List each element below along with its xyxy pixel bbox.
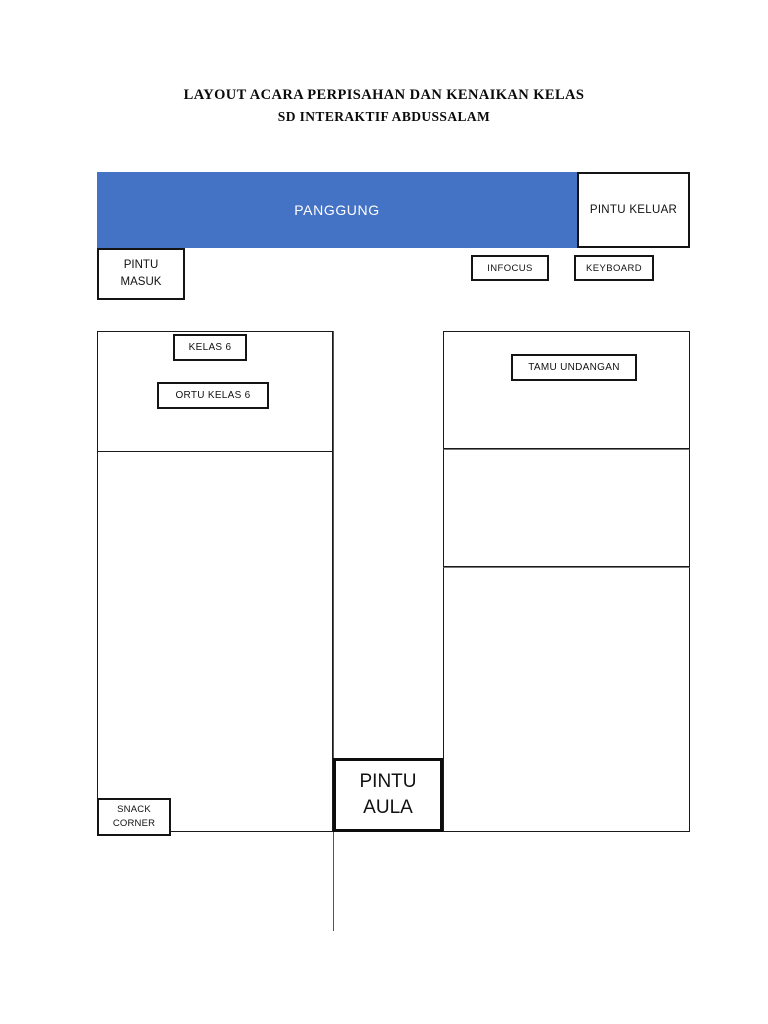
seating-block-right-lower	[443, 567, 690, 832]
seating-tag-ortu-kelas-6-label: ORTU KELAS 6	[175, 390, 251, 401]
entry-door-label-line-2: MASUK	[120, 276, 162, 288]
exit-door-box: PINTU KELUAR	[577, 172, 690, 248]
seating-block-right-upper	[443, 331, 690, 449]
seating-tag-ortu-kelas-6: ORTU KELAS 6	[157, 382, 269, 409]
seating-tag-kelas-6-label: KELAS 6	[188, 342, 232, 353]
seating-tag-kelas-6: KELAS 6	[173, 334, 247, 361]
entry-door-label-line-1: PINTU	[123, 259, 159, 271]
stage-area: PANGGUNG	[97, 172, 577, 248]
seating-block-right-middle	[443, 449, 690, 567]
keyboard-label: KEYBOARD	[586, 262, 642, 274]
document-title-block: LAYOUT ACARA PERPISAHAN DAN KENAIKAN KEL…	[0, 84, 768, 128]
infocus-label: INFOCUS	[487, 262, 533, 274]
page-title-line-2: SD INTERAKTIF ABDUSSALAM	[277, 109, 491, 124]
page-title-line-1: LAYOUT ACARA PERPISAHAN DAN KENAIKAN KEL…	[183, 87, 585, 103]
snack-corner-label-line-2: CORNER	[112, 818, 156, 829]
hall-door-label-line-1: PINTU	[359, 771, 417, 792]
keyboard-box: KEYBOARD	[574, 255, 654, 281]
venue-layout-diagram: PANGGUNG PINTU KELUAR PINTU MASUK INFOCU…	[97, 172, 690, 931]
seating-block-left-upper	[97, 331, 333, 452]
seating-tag-tamu-undangan-label: TAMU UNDANGAN	[528, 362, 620, 373]
seating-block-left-lower	[97, 452, 333, 832]
snack-corner-label-line-1: SNACK	[117, 804, 151, 815]
hall-door-box: PINTU AULA	[333, 758, 443, 832]
snack-corner-box: SNACK CORNER	[97, 798, 171, 836]
center-aisle-left-edge	[333, 331, 334, 931]
infocus-box: INFOCUS	[471, 255, 549, 281]
hall-door-label-line-2: AULA	[363, 797, 413, 818]
seating-tag-tamu-undangan: TAMU UNDANGAN	[511, 354, 637, 381]
stage-label: PANGGUNG	[294, 202, 380, 218]
entry-door-box: PINTU MASUK	[97, 248, 185, 300]
exit-door-label: PINTU KELUAR	[589, 204, 678, 216]
